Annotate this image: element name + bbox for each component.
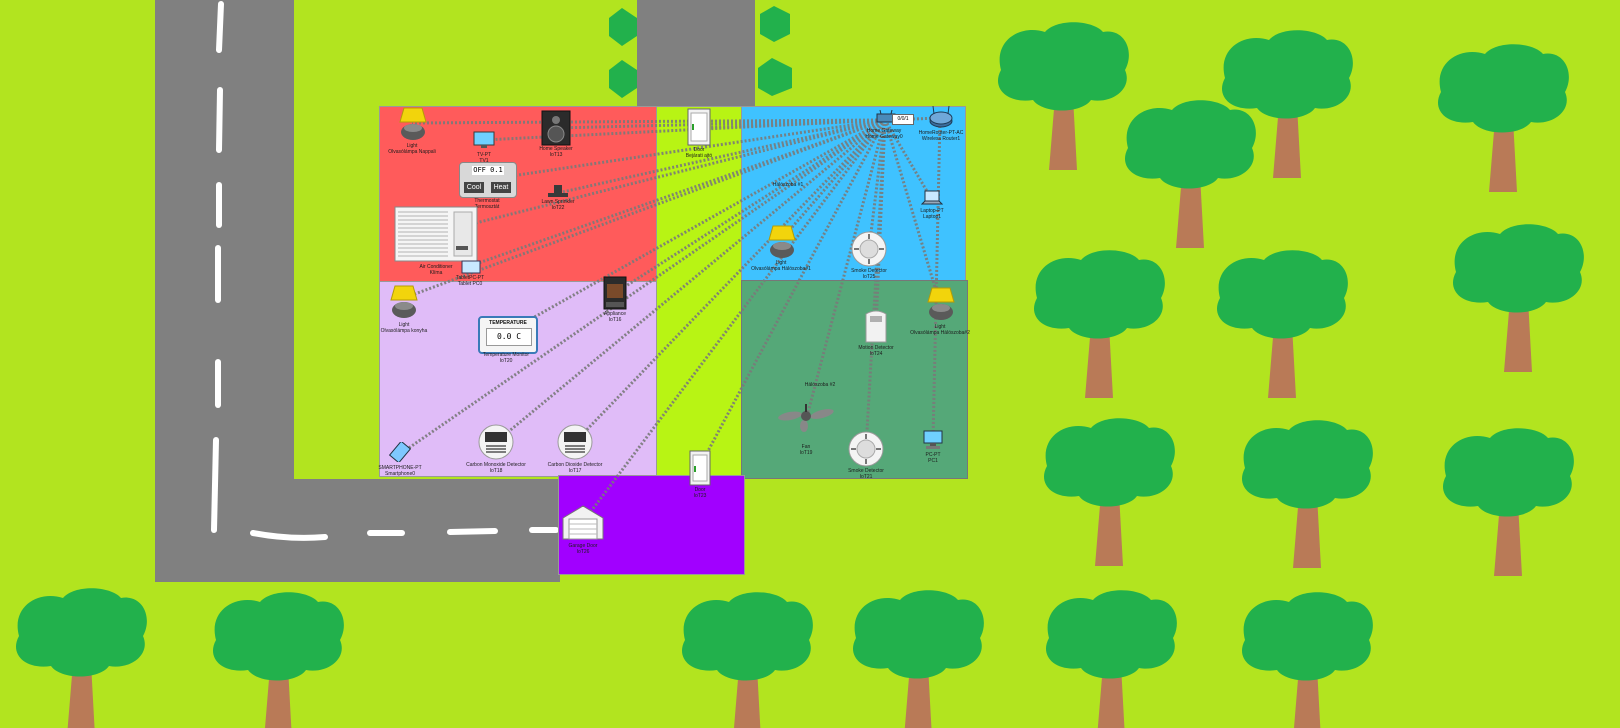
speaker-icon[interactable] xyxy=(541,110,571,146)
room-kitchen xyxy=(379,281,658,477)
sprinkler-icon[interactable] xyxy=(546,184,570,198)
link-light1 xyxy=(411,118,886,125)
tablet-icon[interactable] xyxy=(461,260,481,274)
lane-dash xyxy=(250,530,328,541)
link-doorback xyxy=(698,119,887,467)
link-speaker xyxy=(554,118,886,130)
motion-detector-icon[interactable] xyxy=(864,310,888,344)
link-co xyxy=(495,118,886,444)
co-detector-icon[interactable] xyxy=(478,424,514,460)
light-icon[interactable] xyxy=(924,286,958,322)
temperature-monitor-title: TEMPERATURE xyxy=(489,320,527,326)
link-lawn xyxy=(557,118,886,195)
air-conditioner-icon[interactable] xyxy=(394,206,478,262)
lane-dash xyxy=(216,1,224,53)
lane-dash xyxy=(216,87,223,153)
thermostat-display: OFF 0.1 xyxy=(472,166,504,175)
link-thermostat xyxy=(484,118,886,182)
link-door xyxy=(699,118,886,130)
thermostat-heat-button[interactable]: Heat xyxy=(491,182,511,193)
link-light4 xyxy=(883,119,942,305)
light-icon[interactable] xyxy=(396,106,430,142)
laptop-icon[interactable] xyxy=(921,190,943,206)
smoke-detector-icon[interactable] xyxy=(848,431,884,467)
link-smoke2 xyxy=(864,119,887,449)
wireless-router-icon[interactable] xyxy=(929,106,953,128)
link-pc xyxy=(931,117,942,441)
port-tag: 0/0/1 xyxy=(892,114,914,125)
lane-dash xyxy=(447,528,498,535)
room-label-bedroom-1: Hálószoba #1 xyxy=(772,182,804,188)
door-icon[interactable] xyxy=(689,450,711,486)
temperature-monitor-icon[interactable]: TEMPERATURE 0.0 C xyxy=(478,316,538,354)
light-icon[interactable] xyxy=(387,284,421,320)
link-light3 xyxy=(403,118,886,300)
smoke-detector-icon[interactable] xyxy=(851,231,887,267)
link-garage xyxy=(581,119,887,523)
bush xyxy=(609,8,637,46)
link-ac xyxy=(435,118,886,235)
tv-icon[interactable] xyxy=(473,131,495,149)
link-tv xyxy=(483,118,886,142)
fan-icon[interactable] xyxy=(778,404,834,432)
link-temp xyxy=(505,118,886,335)
thermostat-cool-button[interactable]: Cool xyxy=(464,182,484,193)
link-motion xyxy=(874,119,887,328)
pc-icon[interactable] xyxy=(922,430,944,450)
appliance-icon[interactable] xyxy=(603,276,627,310)
driveway-top xyxy=(637,0,755,107)
thermostat-icon[interactable]: OFF 0.1 Cool Heat xyxy=(459,162,517,198)
bush xyxy=(758,58,792,96)
garage-door-icon[interactable] xyxy=(562,504,604,540)
bush xyxy=(609,60,637,98)
lane-dash xyxy=(211,437,219,533)
co2-detector-icon[interactable] xyxy=(557,424,593,460)
smartphone-icon[interactable] xyxy=(388,442,412,462)
link-co2 xyxy=(573,118,887,444)
link-appliance xyxy=(614,118,886,295)
link-light2 xyxy=(779,119,887,241)
light-icon[interactable] xyxy=(765,224,799,260)
temperature-monitor-value: 0.0 C xyxy=(486,328,532,346)
room-label-bedroom-2: Hálószoba #2 xyxy=(804,382,836,388)
link-laptop xyxy=(883,119,933,199)
bush xyxy=(760,6,790,42)
door-icon[interactable] xyxy=(687,108,711,146)
